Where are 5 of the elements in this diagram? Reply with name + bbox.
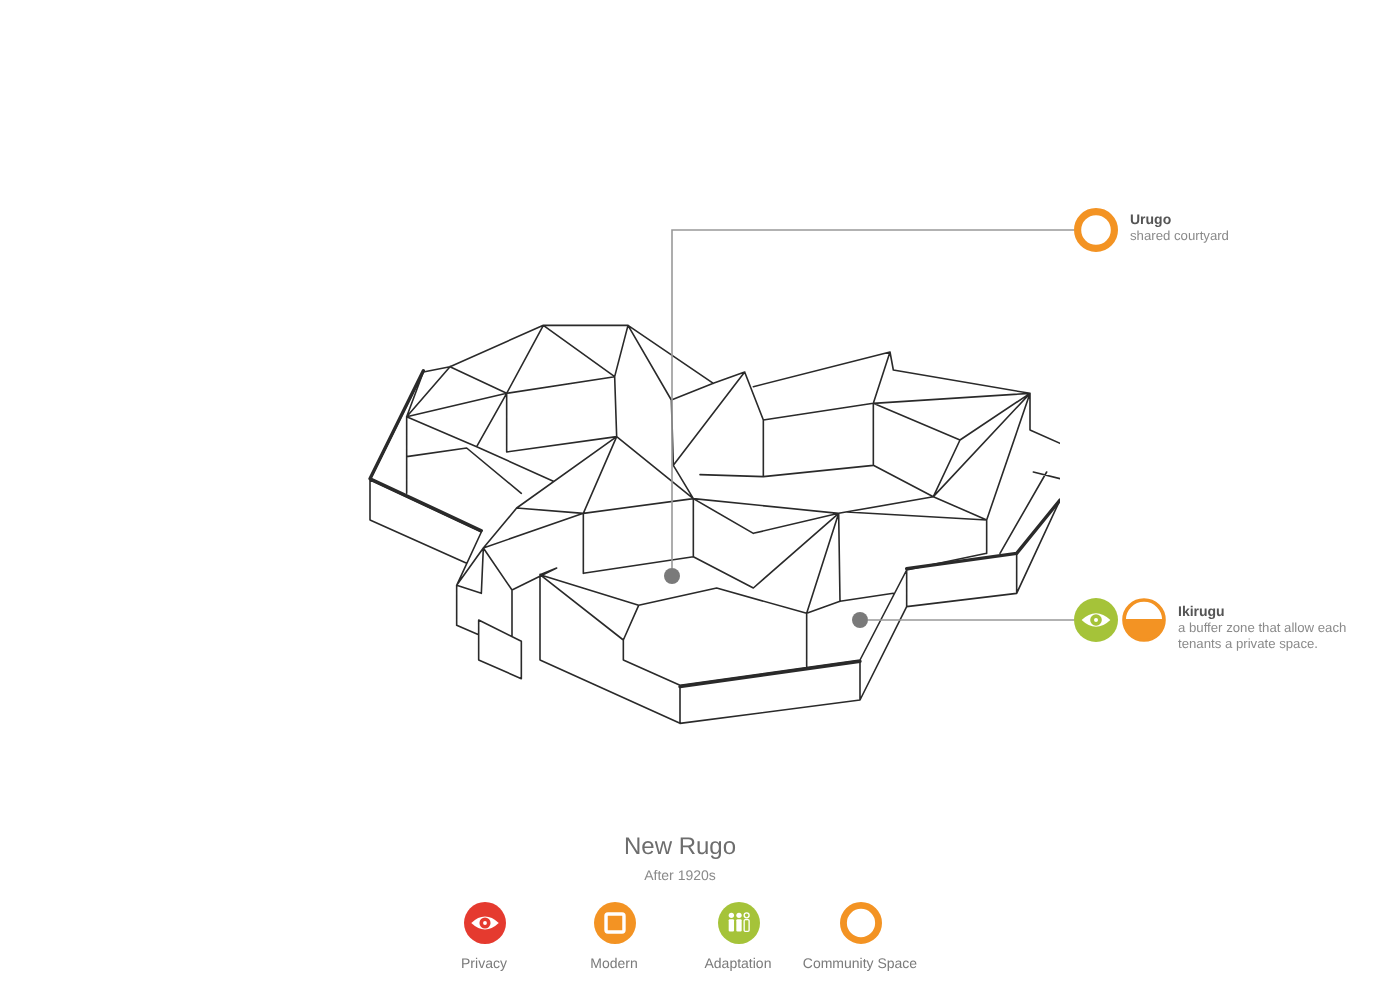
diagram-title: New Rugo <box>623 832 737 860</box>
location-dot <box>852 612 868 628</box>
leader-line <box>671 229 1075 569</box>
location-dot <box>664 568 680 584</box>
leader-line <box>867 619 1075 621</box>
